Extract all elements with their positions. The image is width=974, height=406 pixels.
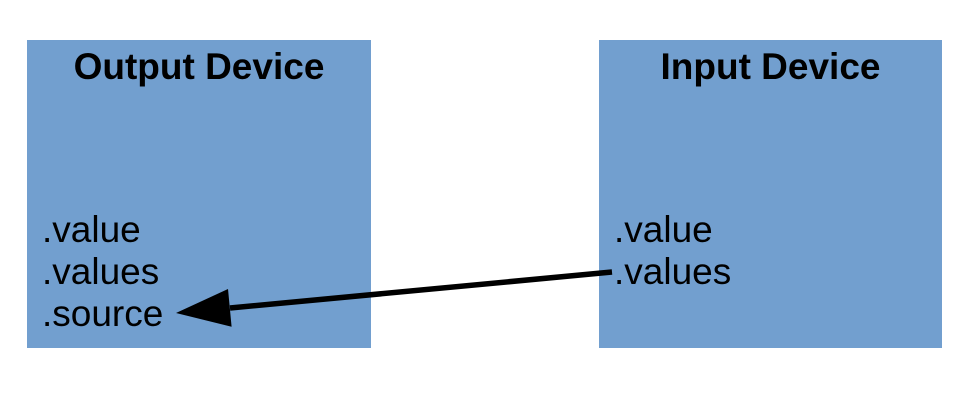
input-device-title: Input Device: [660, 46, 881, 87]
property-label-values: .values: [42, 251, 160, 292]
property-label-source: .source: [42, 293, 164, 334]
property-label-values: .values: [614, 251, 732, 292]
output-device-properties: .value .values .source: [42, 209, 163, 335]
input-device-box: Input Device .value .values: [599, 40, 942, 348]
property-label-value: .value: [42, 209, 141, 250]
output-device-box: Output Device .value .values .source: [27, 40, 371, 348]
output-device-title: Output Device: [73, 46, 325, 87]
property-label-value: .value: [614, 209, 713, 250]
input-device-properties: .value .values: [614, 209, 731, 293]
